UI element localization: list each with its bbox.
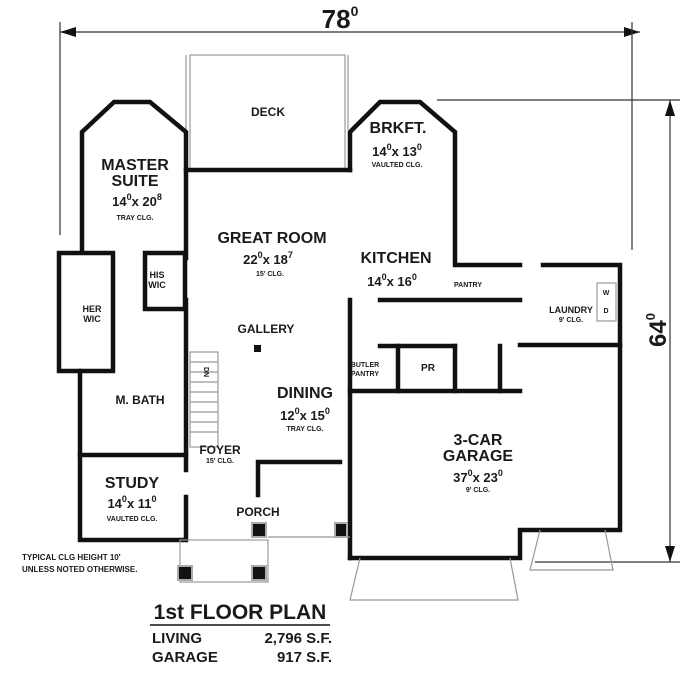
dining-label: DINING 120x 150 TRAY CLG. <box>277 385 333 433</box>
svg-text:HER: HER <box>82 304 102 314</box>
gallery-label: GALLERY <box>238 322 295 336</box>
svg-text:220x 187: 220x 187 <box>243 250 293 267</box>
svg-text:WIC: WIC <box>148 280 166 290</box>
svg-text:LIVING: LIVING <box>152 630 202 647</box>
study-label: STUDY 140x 110 VAULTED CLG. <box>105 475 160 523</box>
her-wic-label: HER WIC <box>82 304 102 324</box>
svg-text:BUTLER: BUTLER <box>351 362 379 369</box>
great-room-label: GREAT ROOM 220x 187 15' CLG. <box>217 230 326 278</box>
svg-text:3-CAR: 3-CAR <box>454 432 503 449</box>
svg-text:120x 150: 120x 150 <box>280 406 330 423</box>
svg-text:140x 208: 140x 208 <box>112 192 162 209</box>
master-bath-label: M. BATH <box>115 393 164 407</box>
porch-outline <box>177 522 350 583</box>
ceiling-height-note: TYPICAL CLG HEIGHT 10' UNLESS NOTED OTHE… <box>22 553 137 574</box>
svg-text:UNLESS NOTED OTHERWISE.: UNLESS NOTED OTHERWISE. <box>22 565 137 574</box>
master-suite-label: MASTER SUITE 140x 208 TRAY CLG. <box>101 157 169 222</box>
driveway-aprons <box>349 529 614 601</box>
svg-text:917 S.F.: 917 S.F. <box>277 649 332 666</box>
svg-text:15' CLG.: 15' CLG. <box>256 271 284 278</box>
his-wic-label: HIS WIC <box>148 270 166 290</box>
garage-label: 3-CAR GARAGE 370x 230 9' CLG. <box>443 432 514 494</box>
porch-label: PORCH <box>236 505 279 519</box>
foyer-label: FOYER 15' CLG. <box>199 443 241 465</box>
svg-text:DINING: DINING <box>277 385 333 402</box>
svg-text:640: 640 <box>643 313 672 347</box>
width-dimension: 780 <box>59 3 640 250</box>
svg-text:HIS: HIS <box>149 270 164 280</box>
svg-text:370x 230: 370x 230 <box>453 468 503 485</box>
svg-text:140x 130: 140x 130 <box>372 142 422 159</box>
svg-text:BRKFT.: BRKFT. <box>370 120 427 137</box>
svg-text:VAULTED CLG.: VAULTED CLG. <box>372 162 423 169</box>
svg-text:PANTRY: PANTRY <box>351 371 379 378</box>
svg-text:W: W <box>603 290 610 297</box>
svg-text:15' CLG.: 15' CLG. <box>206 458 234 465</box>
svg-text:LAUNDRY: LAUNDRY <box>549 305 593 315</box>
svg-text:GARAGE: GARAGE <box>152 649 218 666</box>
depth-dimension: 640 <box>437 99 680 563</box>
svg-text:FOYER: FOYER <box>199 443 241 457</box>
deck-label: DECK <box>251 105 285 119</box>
svg-text:140x 110: 140x 110 <box>107 494 156 511</box>
plan-title: 1st FLOOR PLAN <box>154 601 327 624</box>
svg-text:WIC: WIC <box>83 314 101 324</box>
svg-text:9' CLG.: 9' CLG. <box>559 317 583 324</box>
svg-text:GARAGE: GARAGE <box>443 448 514 465</box>
butler-pantry-label: BUTLER PANTRY <box>351 362 380 378</box>
plan-summary: 1st FLOOR PLAN LIVING 2,796 S.F. GARAGE … <box>150 601 332 666</box>
svg-text:9' CLG.: 9' CLG. <box>466 487 490 494</box>
svg-text:2,796 S.F.: 2,796 S.F. <box>264 630 332 647</box>
svg-text:TYPICAL CLG HEIGHT 10': TYPICAL CLG HEIGHT 10' <box>22 553 121 562</box>
svg-text:D: D <box>603 308 608 315</box>
column-marker <box>254 345 261 352</box>
svg-text:GREAT ROOM: GREAT ROOM <box>217 230 326 247</box>
svg-text:MASTER: MASTER <box>101 157 169 174</box>
svg-text:SUITE: SUITE <box>111 173 158 190</box>
svg-text:KITCHEN: KITCHEN <box>360 250 431 267</box>
breakfast-label: BRKFT. 140x 130 VAULTED CLG. <box>370 120 427 169</box>
stairs: DN <box>189 351 219 448</box>
laundry-label: W D LAUNDRY 9' CLG. <box>549 282 617 324</box>
walls <box>56 99 623 561</box>
pantry-label: PANTRY <box>454 282 482 289</box>
svg-text:140x 160: 140x 160 <box>367 272 417 289</box>
svg-text:STUDY: STUDY <box>105 475 160 492</box>
svg-text:780: 780 <box>322 3 359 34</box>
stairs-down-label: DN <box>202 367 209 377</box>
svg-text:TRAY CLG.: TRAY CLG. <box>117 215 154 222</box>
svg-text:VAULTED CLG.: VAULTED CLG. <box>107 516 158 523</box>
powder-room-label: PR <box>421 363 436 374</box>
svg-text:TRAY CLG.: TRAY CLG. <box>287 426 324 433</box>
kitchen-label: KITCHEN 140x 160 <box>360 250 431 289</box>
